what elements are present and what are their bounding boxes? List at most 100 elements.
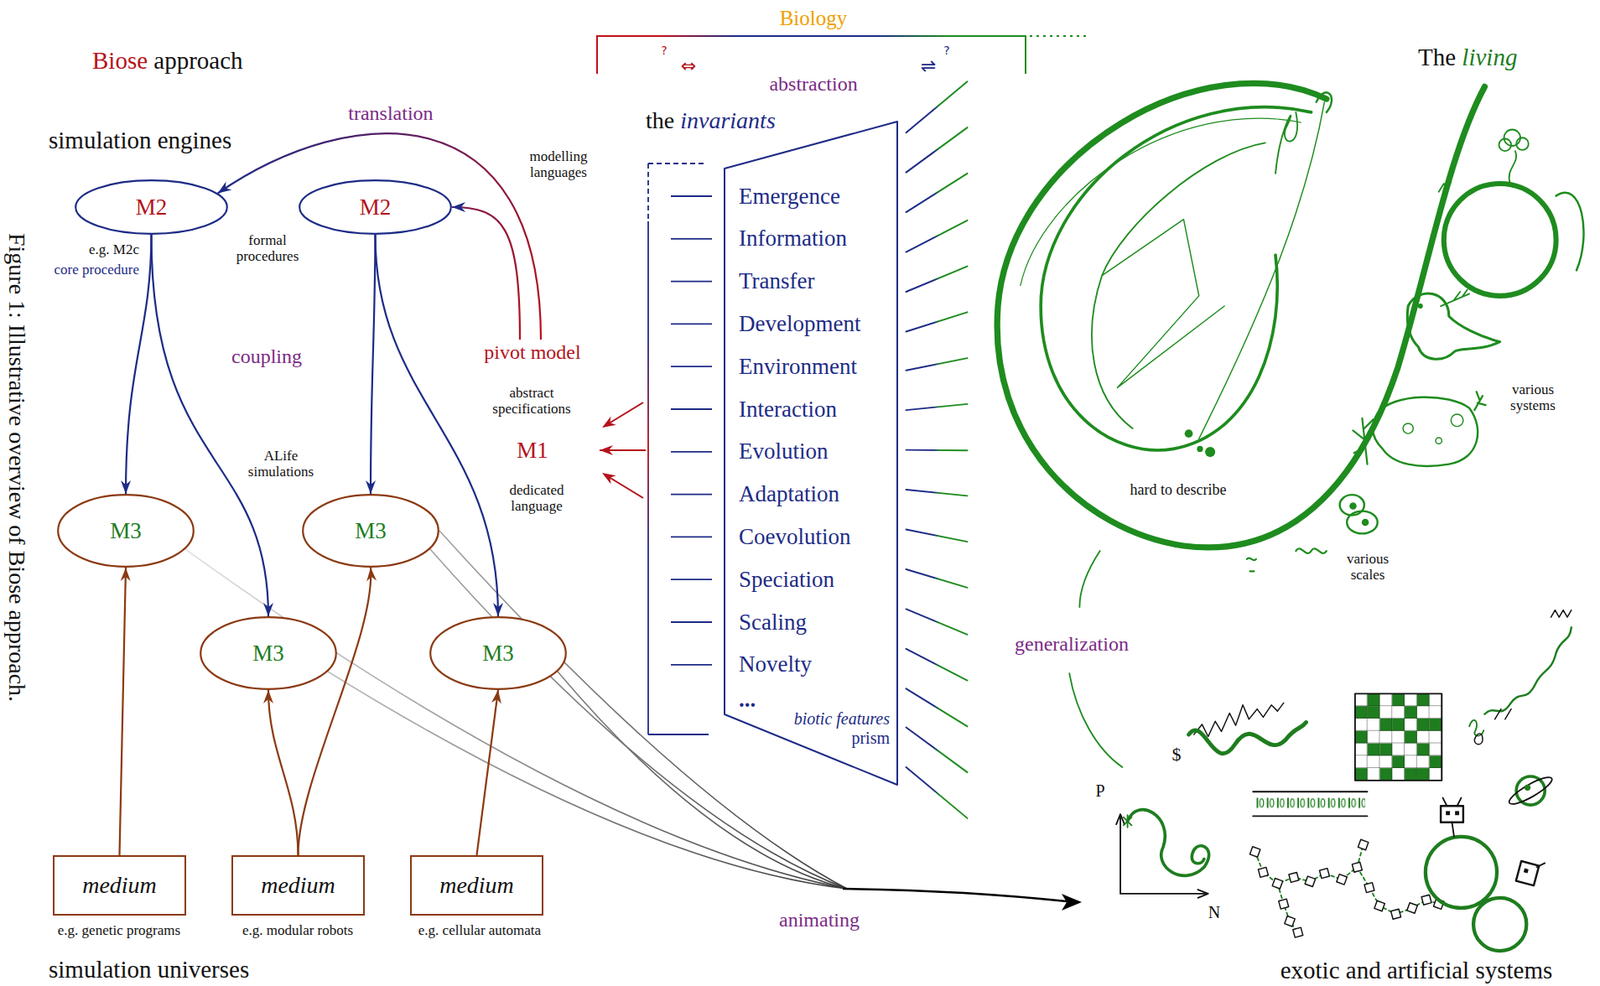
connector-line (119, 567, 127, 856)
invariant-label: Scaling (738, 609, 807, 636)
invariants-prism: EmergenceInformationTransferDevelopmentE… (645, 120, 899, 786)
exotic-systems-drawing (1516, 861, 1539, 886)
exotic-systems-drawing (1257, 867, 1268, 878)
various-systems-drawing (1450, 414, 1464, 427)
annotation-label: Biology (779, 6, 848, 32)
node-label: M3 (482, 640, 515, 667)
exotic-systems-drawing (1249, 839, 1445, 938)
node-label: M2 (359, 194, 392, 221)
exotic-systems-drawing (1252, 791, 1367, 816)
exotic-systems-drawing (1355, 693, 1442, 780)
arrowhead (263, 602, 274, 617)
invariants-bracket (670, 408, 712, 411)
invariants-bracket (648, 163, 712, 735)
medium-box: medium (410, 855, 544, 916)
living-drawing (997, 83, 1485, 768)
various-systems-drawing (1246, 557, 1257, 572)
invariant-label: Transfer (738, 268, 816, 295)
invariants-bracket (670, 493, 712, 496)
abstraction-rays (906, 266, 968, 292)
m3-ellipse: M3 (199, 616, 338, 691)
annotation-label: simulation engines (48, 126, 232, 155)
various-systems-drawing (1516, 137, 1529, 151)
abstraction-rays (906, 449, 968, 452)
exotic-systems-drawing (1123, 815, 1133, 828)
exotic-systems-drawing (1304, 876, 1315, 887)
exotic-systems-drawing (1474, 709, 1512, 745)
pivot-arrow (605, 475, 644, 499)
invariants-bracket (647, 221, 650, 735)
illustration (906, 81, 1585, 951)
node-label: M3 (354, 518, 387, 545)
various-systems-drawing (1440, 290, 1470, 307)
invariant-label: Emergence (738, 183, 841, 210)
invariants-bracket (670, 621, 712, 624)
exotic-systems-drawing (1484, 627, 1571, 714)
various-systems-drawing (1435, 437, 1442, 444)
various-systems-drawing (1372, 397, 1478, 467)
arrowhead (491, 690, 502, 705)
living-drawing (1079, 550, 1100, 608)
invariant-label: Interaction (738, 396, 837, 423)
connector-line (268, 690, 299, 856)
pivot-arrow (602, 472, 617, 485)
pivot-arrow (605, 402, 644, 426)
animating-arrow (842, 888, 1067, 902)
various-systems-drawing (1438, 181, 1452, 193)
m2-ellipse-outline (299, 180, 452, 234)
abstraction-rays (906, 649, 968, 681)
exotic-systems-drawing (1551, 610, 1572, 619)
arrowhead (365, 480, 376, 494)
exotic-systems-drawing (1189, 722, 1307, 754)
exotic-systems-drawing (1127, 810, 1210, 877)
living-drawing (1040, 107, 1311, 451)
exotic-systems-drawing (1278, 898, 1289, 910)
various-systems-drawing (1509, 150, 1517, 184)
exotic-systems-drawing (1421, 894, 1432, 905)
connector (477, 690, 502, 856)
node-label: medium (439, 872, 515, 899)
exotic-systems-drawing (1277, 883, 1298, 933)
living-drawing (1184, 429, 1194, 438)
various-systems-drawing (1444, 183, 1557, 297)
various-systems-drawing (1352, 391, 1486, 464)
exotic-systems-drawing (1523, 868, 1529, 874)
exotic-systems-drawing (1374, 900, 1385, 911)
animating-arrow (1061, 893, 1082, 911)
abstraction-rays (906, 127, 968, 173)
arrowhead (263, 690, 274, 704)
arrowhead (366, 567, 377, 582)
abstraction-rays (906, 311, 968, 332)
exotic-systems-drawing (1425, 836, 1497, 909)
exotic-systems-drawing (1255, 795, 1366, 811)
exotic-systems-drawing (1364, 883, 1375, 894)
m3-ellipse: M3 (57, 493, 195, 568)
connector-line (297, 567, 371, 856)
exotic-systems-drawing (1116, 610, 1572, 951)
arrowhead (120, 480, 131, 494)
abstraction-rays (906, 220, 968, 253)
m3-ellipse: M3 (301, 493, 440, 568)
exotic-systems-drawing (1407, 903, 1418, 914)
exotic-systems-drawing (1391, 909, 1402, 920)
connector-line (477, 690, 499, 856)
exotic-systems-drawing (1284, 916, 1295, 927)
exotic-systems-drawing (1336, 874, 1347, 885)
biology-bracket (597, 36, 1087, 74)
annotation-label: The living (1418, 43, 1517, 72)
annotation-label: ? (660, 43, 667, 58)
annotation-label: animating (779, 909, 860, 933)
invariants-bracket (670, 536, 712, 539)
annotation-label: abstract specifications (485, 384, 578, 418)
annotation-label: N (1208, 903, 1221, 923)
exotic-systems-drawing (1194, 702, 1284, 737)
exotic-systems-drawing (1319, 868, 1330, 879)
various-systems-drawing (1504, 129, 1521, 146)
connector-label: modelling languages (514, 148, 603, 182)
abstraction-rays (906, 81, 968, 133)
exotic-systems-drawing (1445, 810, 1450, 816)
annotation-label: e.g. cellular automata (418, 922, 541, 940)
invariants-bracket (670, 195, 712, 198)
annotation-label: $ (1172, 743, 1182, 765)
